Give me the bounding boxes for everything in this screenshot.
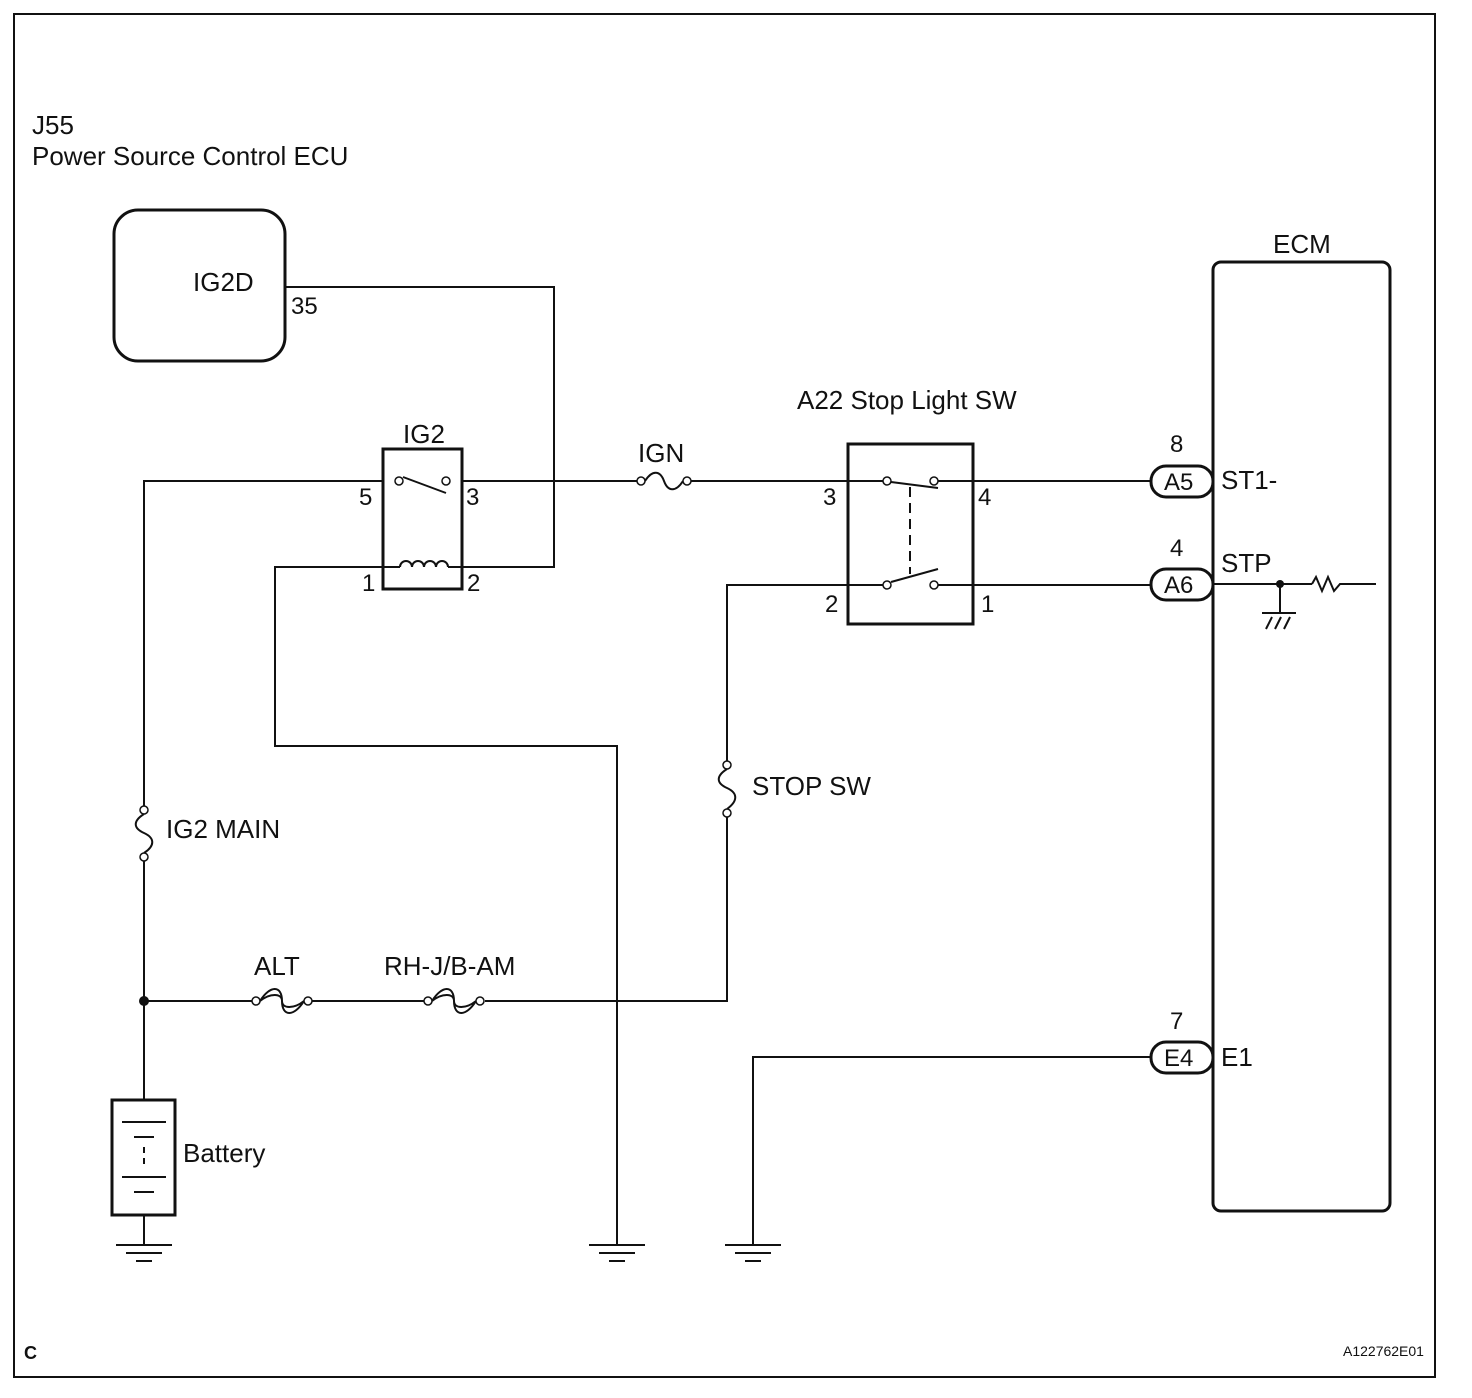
alt-fuse-label: ALT	[254, 951, 300, 981]
relay-ground-icon	[589, 1244, 645, 1262]
rhjb-fuse-symbol	[431, 988, 477, 1014]
ecm-terminal-e1: E1	[1221, 1042, 1253, 1072]
battery-label: Battery	[183, 1138, 265, 1168]
ig2-main-fuse-symbol	[134, 813, 154, 854]
rhjb-fuse-terminal-right	[475, 996, 485, 1006]
alt-fuse-terminal-left	[251, 996, 261, 1006]
stop-light-sw-box	[846, 442, 975, 626]
ecm-connector-a6-pin: 4	[1170, 535, 1183, 562]
ecm-stp-resistor-icon	[1311, 574, 1376, 594]
stop-sw-blade-upper	[890, 481, 939, 489]
ecm-label: ECM	[1273, 229, 1331, 259]
ig2-main-fuse-terminal-top	[139, 805, 149, 815]
ig2-main-fuse-label: IG2 MAIN	[166, 814, 280, 844]
ecm-connector-a5	[1149, 464, 1215, 499]
ign-fuse-label: IGN	[638, 438, 684, 468]
ig2-relay-pin-3: 3	[466, 484, 479, 511]
stop-sw-fuse-terminal-top	[722, 760, 732, 770]
ign-fuse-symbol	[644, 471, 684, 491]
stop-sw-pin-3: 3	[823, 484, 836, 511]
power-ecu-box	[112, 208, 287, 363]
ign-fuse-terminal-right	[682, 476, 692, 486]
ig2-relay-pin-5: 5	[359, 484, 372, 511]
battery-ground-icon	[116, 1244, 172, 1262]
ecm-connector-a5-id: A5	[1164, 469, 1193, 496]
stop-sw-pin-4: 4	[978, 484, 991, 511]
ecm-chassis-ground-icon	[1265, 616, 1291, 630]
figure-id: A122762E01	[1343, 1343, 1424, 1359]
ecm-connector-e4	[1149, 1040, 1215, 1075]
wire-e4-to-ground	[752, 1056, 1151, 1245]
ecm-connector-a5-pin: 8	[1170, 431, 1183, 458]
alt-fuse-symbol	[259, 988, 305, 1014]
ig2-relay-pin-1: 1	[362, 570, 375, 597]
ecm-box	[1211, 260, 1392, 1213]
ecm-connector-e4-id: E4	[1164, 1045, 1193, 1072]
stop-sw-pin-2: 2	[825, 591, 838, 618]
diagram-frame	[13, 13, 1436, 1378]
stop-sw-contact-3	[882, 476, 892, 486]
power-ecu-name-label: Power Source Control ECU	[32, 141, 348, 171]
power-ecu-pin-label: 35	[291, 293, 318, 320]
ig2-main-fuse-terminal-bottom	[139, 852, 149, 862]
ecm-ground-icon	[725, 1244, 781, 1262]
rhjb-fuse-label: RH-J/B-AM	[384, 951, 515, 981]
stop-sw-fuse-symbol	[717, 768, 737, 810]
ig2-relay-contact-3	[441, 476, 451, 486]
wire-ig2main-to-relay-5	[143, 480, 383, 806]
alt-fuse-terminal-right	[303, 996, 313, 1006]
ign-fuse-terminal-left	[636, 476, 646, 486]
ecm-terminal-stp: STP	[1221, 548, 1272, 578]
ecm-connector-a6-id: A6	[1164, 572, 1193, 599]
ig2-relay-switch-blade	[402, 476, 447, 494]
ig2-relay-box	[381, 447, 464, 591]
wire-stop-sw-2-to-fuse	[726, 584, 848, 761]
stop-sw-pin-1: 1	[981, 591, 994, 618]
corner-mark: C	[24, 1343, 37, 1363]
ig2-relay-pin-2: 2	[467, 570, 480, 597]
battery-box	[110, 1098, 177, 1217]
ig2-relay-contact-5	[394, 476, 404, 486]
ig2-relay-coil	[399, 560, 449, 568]
wire-ig2d-to-relay-coil	[285, 286, 555, 568]
ecm-connector-e4-pin: 7	[1170, 1008, 1183, 1035]
stop-sw-fuse-label: STOP SW	[752, 771, 871, 801]
ecm-terminal-st1: ST1-	[1221, 465, 1277, 495]
power-ecu-terminal-label: IG2D	[193, 267, 254, 297]
power-ecu-connector-label: J55	[32, 110, 74, 140]
stop-sw-contact-1	[929, 580, 939, 590]
rhjb-fuse-terminal-left	[423, 996, 433, 1006]
wire-stop-sw-fuse-to-rhjb	[485, 817, 728, 1002]
stop-light-sw-label: A22 Stop Light SW	[797, 385, 1017, 415]
stop-sw-fuse-terminal-bottom	[722, 808, 732, 818]
stop-sw-blade-lower	[890, 568, 939, 583]
stop-sw-contact-4	[929, 476, 939, 486]
ig2-relay-label: IG2	[403, 419, 445, 449]
wire-relay-1-to-ground	[274, 566, 618, 1245]
stop-sw-contact-2	[882, 580, 892, 590]
